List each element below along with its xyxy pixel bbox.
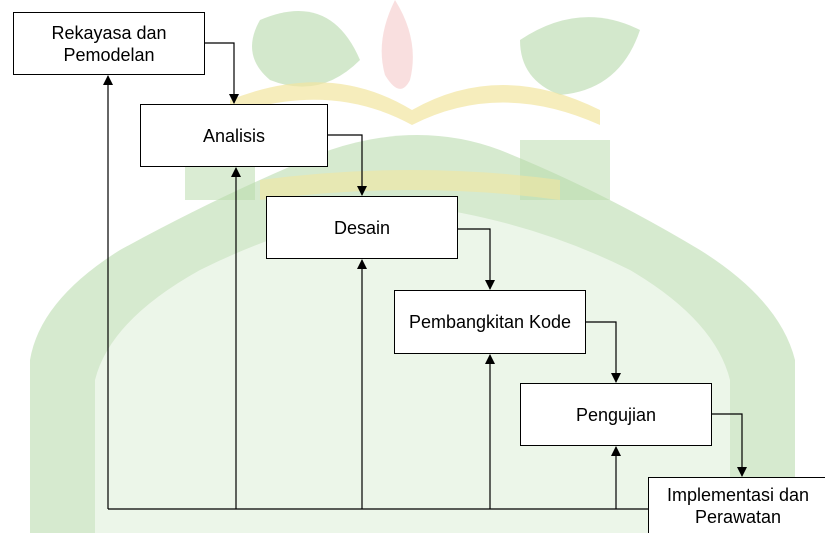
phase-box-pembangkitan-kode: Pembangkitan Kode <box>394 290 586 354</box>
phase-label: Desain <box>333 217 391 238</box>
phase-box-pengujian: Pengujian <box>520 383 712 446</box>
watermark-flame <box>381 0 413 89</box>
watermark-leaf-left <box>252 11 360 87</box>
watermark-band <box>230 82 600 125</box>
watermark-banner <box>260 170 560 200</box>
phase-box-implementasi-dan-perawatan: Implementasi dan Perawatan <box>648 477 825 533</box>
arrow-analisis-to-desain <box>328 134 367 196</box>
phase-label: Pengujian <box>575 404 657 425</box>
watermark-pillars-left <box>185 165 255 200</box>
arrow-pembangkitan-to-pengujian <box>586 321 621 383</box>
watermark-leaf-right <box>520 17 640 96</box>
phase-box-desain: Desain <box>266 196 458 259</box>
phase-label: Implementasi dan Perawatan <box>666 485 810 527</box>
arrow-rekayasa-to-analisis <box>205 42 239 104</box>
phase-box-rekayasa-dan-pemodelan: Rekayasa dan Pemodelan <box>13 12 205 75</box>
phase-label: Pembangkitan Kode <box>408 312 572 332</box>
watermark-ring <box>95 205 730 533</box>
arrow-desain-to-pembangkitan <box>458 228 495 290</box>
phase-label: Rekayasa dan Pemodelan <box>51 22 167 65</box>
arrow-pengujian-to-implementasi <box>712 413 747 477</box>
phase-label: Analisis <box>202 125 266 146</box>
phase-box-analisis: Analisis <box>140 104 328 167</box>
